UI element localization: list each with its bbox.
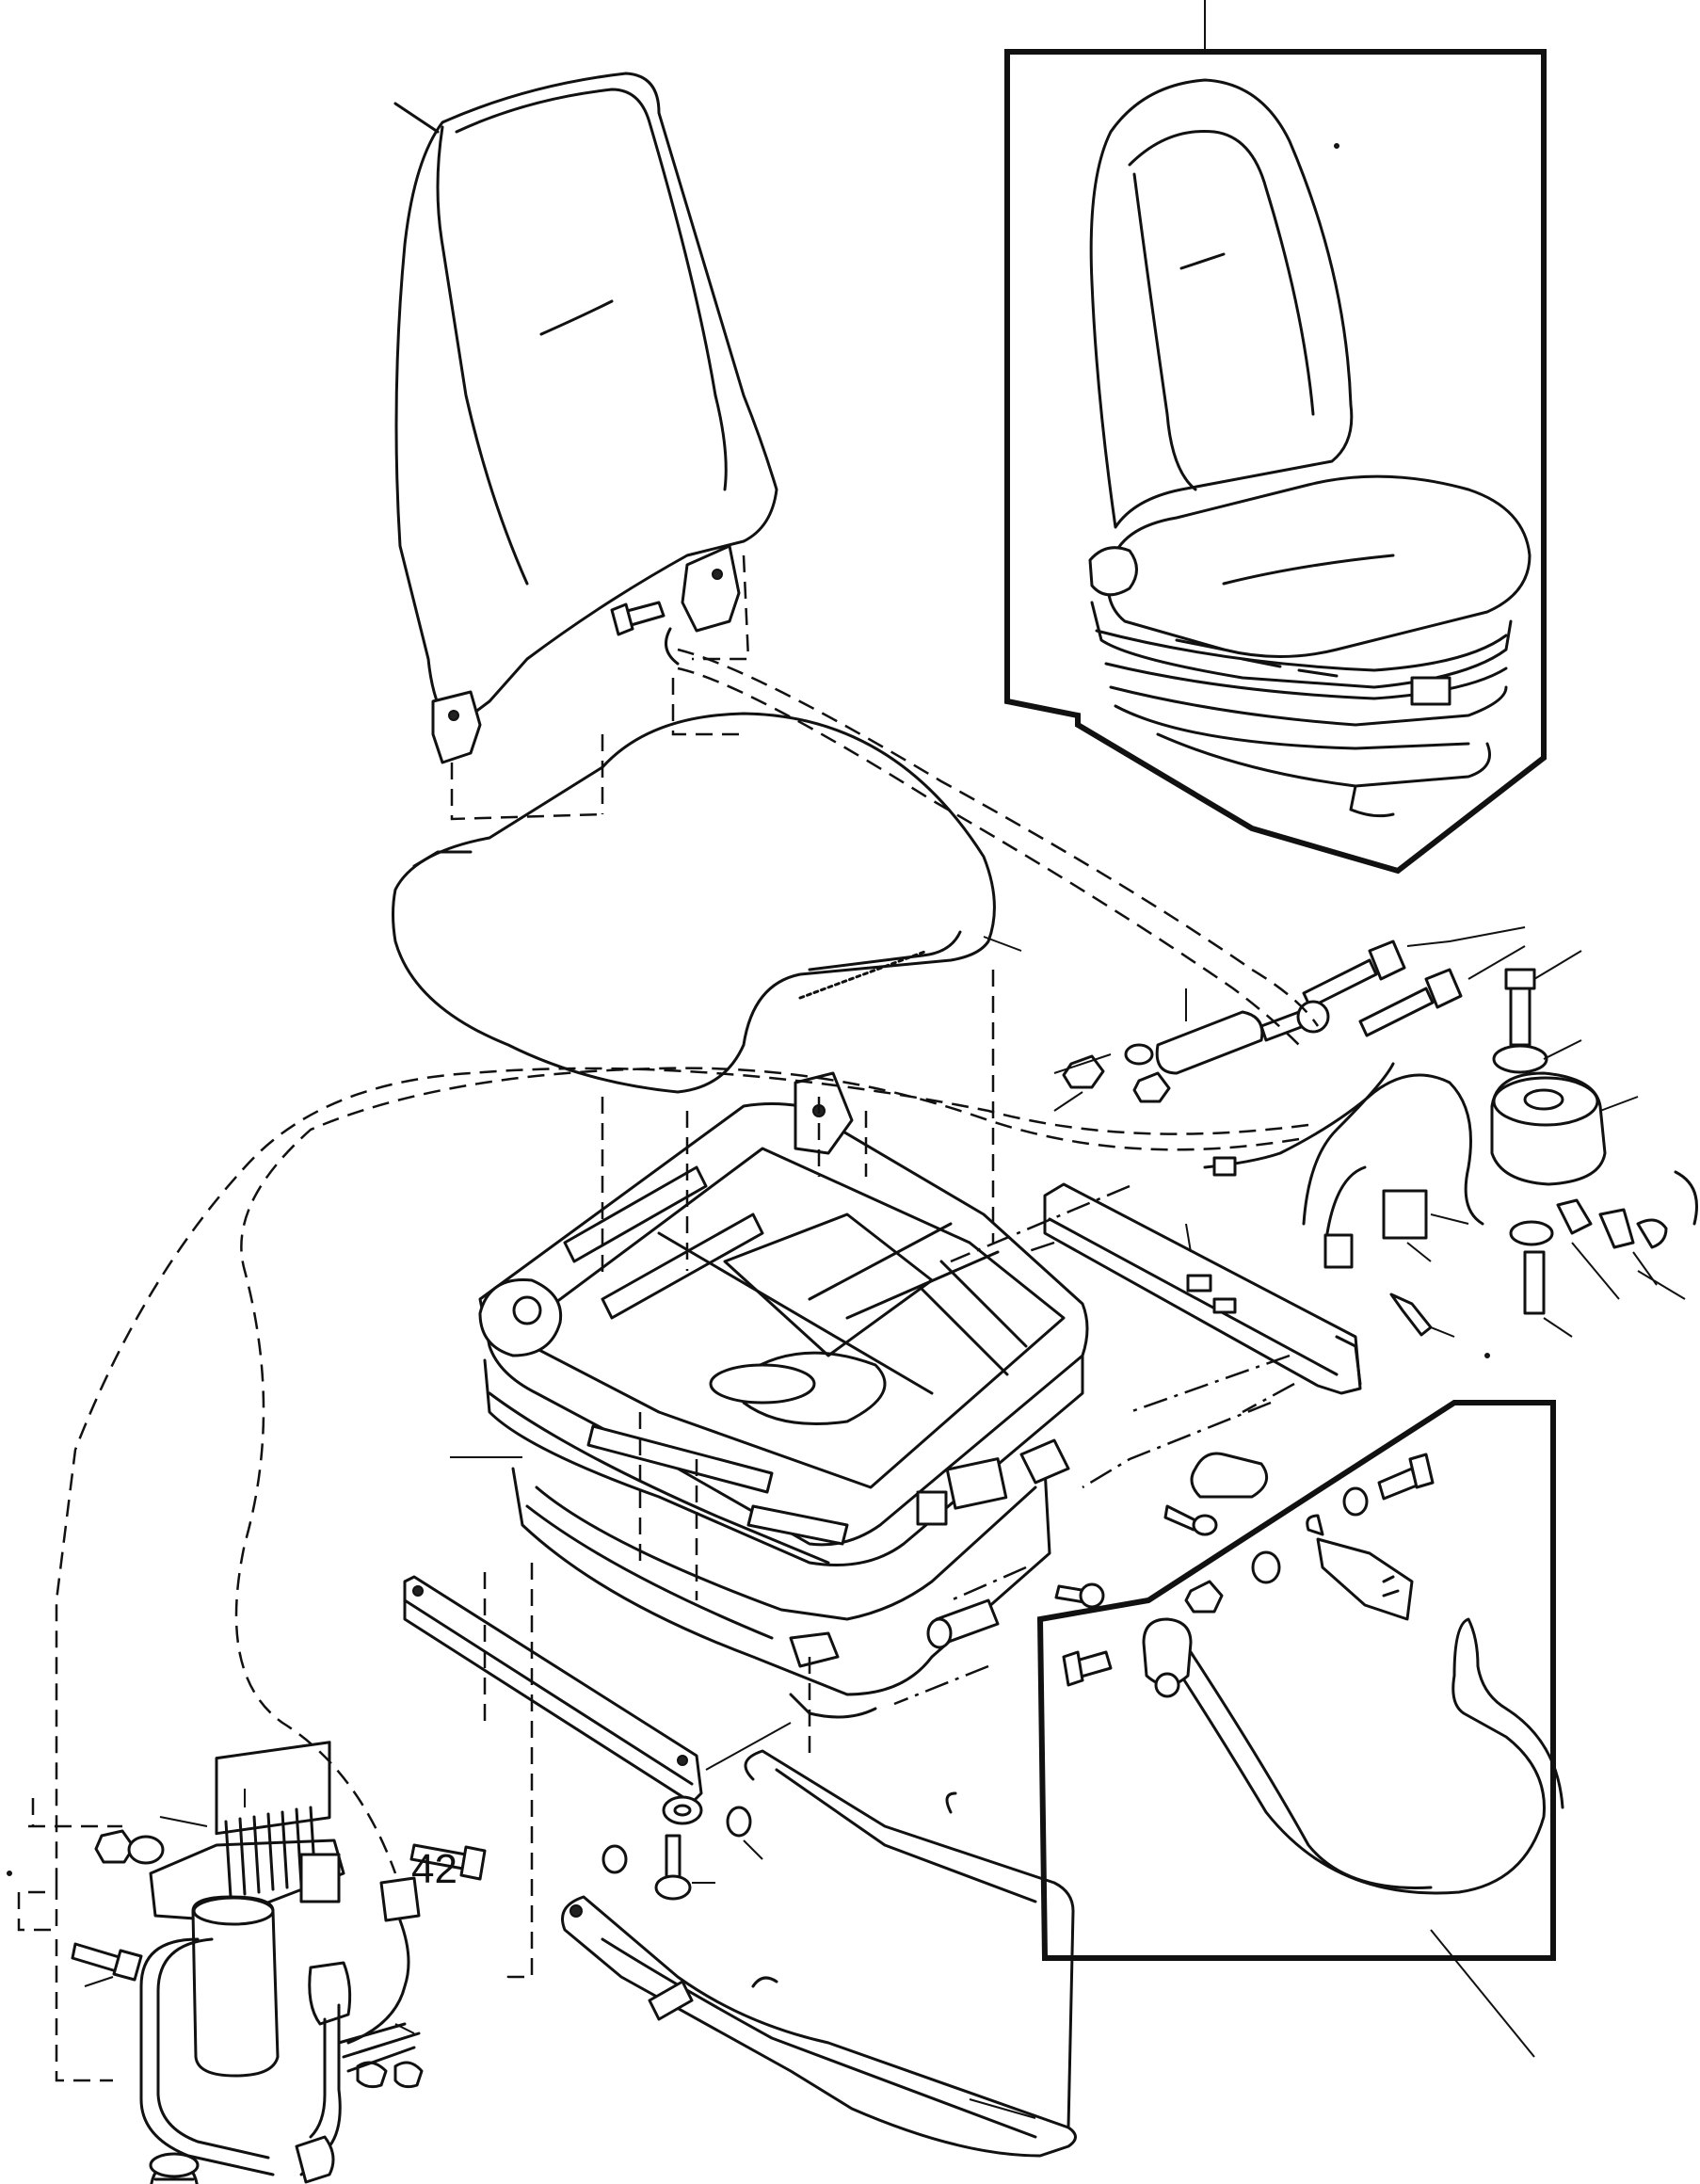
shock-bolt: [1492, 950, 1582, 1074]
washer: [601, 1844, 628, 1874]
side-switch-small: [916, 1490, 948, 1526]
slide-rail-right: [1043, 1182, 1362, 1395]
long-bolts: [1302, 926, 1526, 1037]
wiring-harness: [1203, 1062, 1484, 1269]
washer: [726, 1806, 752, 1838]
compressor-assembly: 42: [71, 1741, 487, 2184]
screw-with-washer: [1163, 1504, 1197, 1532]
frame-tube: [563, 1165, 708, 1263]
gas-spring: [1053, 988, 1330, 1112]
frame-tube: [586, 1424, 774, 1494]
backrest: [393, 72, 778, 764]
solenoid: [299, 1853, 341, 1903]
assembly-dashed-lines: [17, 554, 1320, 2082]
relay: [379, 1876, 421, 1922]
connector-plug: [1323, 1233, 1354, 1269]
inset-switch: [1410, 676, 1451, 706]
rubber-buffer: [1490, 1071, 1639, 1186]
nut: [94, 1829, 136, 1864]
nut: [1132, 1071, 1171, 1103]
nut: [1062, 1054, 1105, 1089]
seat-cushion: [392, 712, 1022, 1094]
seat-frame-suspension: [450, 1071, 1089, 1719]
frame-tube: [601, 1212, 764, 1320]
backrest-lower-bracket: [431, 690, 482, 764]
assembled-seat-inset: [1004, 49, 1547, 875]
washer: [662, 1795, 703, 1825]
connector-plug: [1212, 1156, 1237, 1177]
air-fittings: [1509, 1170, 1698, 1338]
compressor-motor: [191, 1895, 280, 2078]
guide-cover: [1190, 1452, 1269, 1499]
bolt: [665, 1834, 682, 1880]
belt-inset-frame: [1036, 1400, 1556, 1961]
inset-frame: [1004, 49, 1547, 875]
part-number-42: 42: [411, 1846, 457, 1892]
backrest-hinge-bracket: [681, 544, 741, 633]
rail-slot: [1212, 1297, 1237, 1314]
frame-tube: [746, 1504, 849, 1546]
mount-screw: [1389, 1293, 1455, 1338]
inset-armrest-knob: [1088, 546, 1138, 597]
seat-belt-inset: [1036, 1400, 1564, 2058]
lower-slide-rail: [561, 1749, 1077, 2158]
rail-slot: [1186, 1274, 1212, 1293]
pressure-switch: [308, 1961, 352, 2026]
side-switch: [945, 1457, 1008, 1510]
grommet: [149, 2152, 200, 2184]
connector-plug: [1382, 1189, 1428, 1240]
height-adjust-cylinder: [709, 1363, 816, 1405]
slide-rail-left: [403, 1575, 792, 1805]
